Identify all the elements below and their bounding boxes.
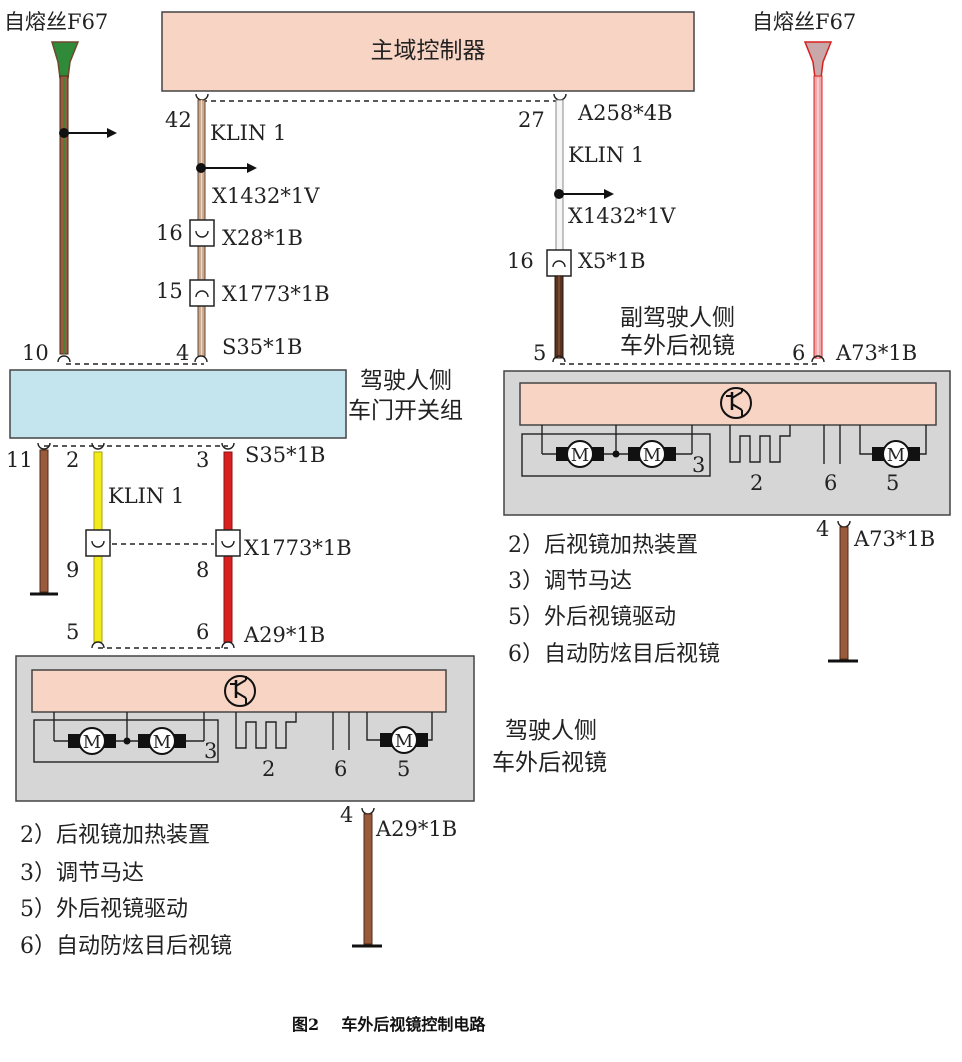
legend-left-item-4: 6）自动防炫目后视镜: [20, 934, 232, 959]
legend-left-item-1: 2）后视镜加热装置: [20, 823, 210, 848]
legend-right: 2）后视镜加热装置 3）调节马达 5）外后视镜驱动 6）自动防炫目后视镜: [508, 533, 720, 667]
passenger-mirror-name-2: 车外后视镜: [620, 333, 735, 359]
passenger-heater-element: [729, 425, 791, 463]
right-fuse-label: 自熔丝F67: [752, 10, 856, 34]
passenger-item-3: 3: [692, 453, 705, 477]
main-controller-label: 主域控制器: [371, 38, 486, 64]
driver-mirror-ground-pin: 4: [340, 803, 353, 827]
harness-klin: KLIN 1: [108, 484, 184, 508]
left-fuse-icon: [50, 41, 80, 79]
driver-mirror: M M 3 2 6 M 5 驾驶人侧 车外后视镜 4 A29*1B: [15, 655, 607, 948]
right-bus-wire: 27 A258*4B KLIN 1 X1432*1V 16 X5*1B: [507, 99, 676, 359]
legend-left-item-2: 3）调节马达: [20, 861, 144, 886]
driver-mirror-name-2: 车外后视镜: [492, 750, 607, 776]
driver-item-5: 5: [397, 757, 410, 781]
driver-transistor-icon: [224, 675, 256, 707]
switch-pin-4-top: 4: [176, 341, 189, 365]
legend-right-item-1: 2）后视镜加热装置: [508, 533, 698, 558]
passenger-motor-3-label: M: [887, 445, 905, 466]
driver-motor-3-label: M: [395, 731, 413, 752]
right-bus-a258: A258*4B: [577, 101, 673, 125]
harness-pin-6: 6: [196, 620, 209, 644]
passenger-adjust-motors: M M 3: [521, 425, 711, 477]
left-bus-wire: 42 KLIN 1 X1432*1V 16 X28*1B 15 X1773*1B: [156, 99, 330, 357]
right-bus-pin-16: 16: [507, 249, 534, 273]
passenger-motor-1-label: M: [571, 445, 589, 466]
left-fuse-wire: 自熔丝F67: [4, 10, 117, 355]
passenger-conn-top: A73*1B: [835, 341, 917, 365]
switch-pin-2: 2: [66, 448, 79, 472]
right-fuse-wire: 自熔丝F67: [752, 10, 856, 359]
right-bus-x1432: X1432*1V: [568, 204, 676, 228]
legend-left: 2）后视镜加热装置 3）调节马达 5）外后视镜驱动 6）自动防炫目后视镜: [20, 823, 232, 959]
passenger-mirror-ground-pin: 4: [816, 517, 829, 541]
harness-pin-5: 5: [66, 620, 79, 644]
pin-42-socket: [195, 93, 209, 101]
driver-mirror-name-1: 驾驶人侧: [505, 718, 597, 744]
legend-left-item-3: 5）外后视镜驱动: [20, 897, 188, 922]
left-fuse-label: 自熔丝F67: [4, 10, 108, 34]
driver-switch-group: 10 4 S35*1B 驾驶人侧 车门开关组 11 2 3 S35*1B: [6, 335, 463, 596]
switch-name-line2: 车门开关组: [348, 398, 463, 424]
passenger-pin-6: 6: [792, 341, 805, 365]
legend-right-item-3: 5）外后视镜驱动: [508, 605, 676, 630]
passenger-motor-2-label: M: [643, 445, 661, 466]
left-bus-x28: X28*1B: [222, 226, 303, 250]
switch-pin-3: 3: [196, 448, 209, 472]
driver-item-6: 6: [334, 757, 347, 781]
left-bus-x1773: X1773*1B: [222, 282, 330, 306]
switch-conn-bottom: S35*1B: [245, 443, 325, 467]
harness-a29: A29*1B: [243, 623, 325, 647]
passenger-item-2: 2: [750, 471, 763, 495]
legend-right-item-4: 6）自动防炫目后视镜: [508, 642, 720, 667]
passenger-mirror-ground-conn: A73*1B: [853, 527, 935, 551]
right-bus-klin: KLIN 1: [568, 143, 644, 167]
left-bus-pin-15: 15: [156, 279, 183, 303]
figure-caption: 图2 车外后视镜控制电路: [292, 1015, 486, 1034]
legend-right-item-2: 3）调节马达: [508, 569, 632, 594]
driver-adjust-motors: M M 3: [33, 712, 219, 763]
passenger-mirror: 副驾驶人侧 车外后视镜 5 6 A73*1B M: [503, 305, 951, 663]
passenger-item-6: 6: [824, 471, 837, 495]
right-fuse-icon: [803, 41, 833, 79]
pin-27-socket: [553, 93, 567, 101]
harness-pin-9: 9: [66, 558, 79, 582]
right-bus-x5: X5*1B: [578, 249, 646, 273]
driver-mirror-ground-conn: A29*1B: [375, 817, 457, 841]
driver-motor-1-label: M: [83, 732, 101, 753]
harness-x1773: X1773*1B: [244, 536, 352, 560]
main-controller: 主域控制器: [161, 11, 695, 92]
driver-item-2: 2: [262, 757, 275, 781]
passenger-mirror-name-1: 副驾驶人侧: [620, 305, 735, 331]
driver-heater-element: [235, 712, 297, 749]
left-bus-pin-42: 42: [165, 108, 192, 132]
driver-item-3: 3: [204, 739, 217, 763]
switch-conn-top: S35*1B: [222, 335, 302, 359]
left-bus-x1432: X1432*1V: [212, 184, 320, 208]
passenger-transistor-icon: [720, 387, 752, 419]
left-bus-klin: KLIN 1: [210, 121, 286, 145]
driver-motor-2-label: M: [153, 732, 171, 753]
switch-pin-11: 11: [6, 448, 33, 472]
left-bus-pin-16: 16: [156, 221, 183, 245]
passenger-item-5: 5: [886, 471, 899, 495]
driver-harness: KLIN 1 9 8 X1773*1B 5 6 A29*1B: [66, 451, 352, 649]
switch-name-line1: 驾驶人侧: [360, 368, 452, 394]
harness-pin-8: 8: [196, 558, 209, 582]
passenger-pin-5: 5: [533, 341, 546, 365]
switch-pin-10: 10: [22, 341, 49, 365]
right-bus-pin-27: 27: [518, 108, 545, 132]
